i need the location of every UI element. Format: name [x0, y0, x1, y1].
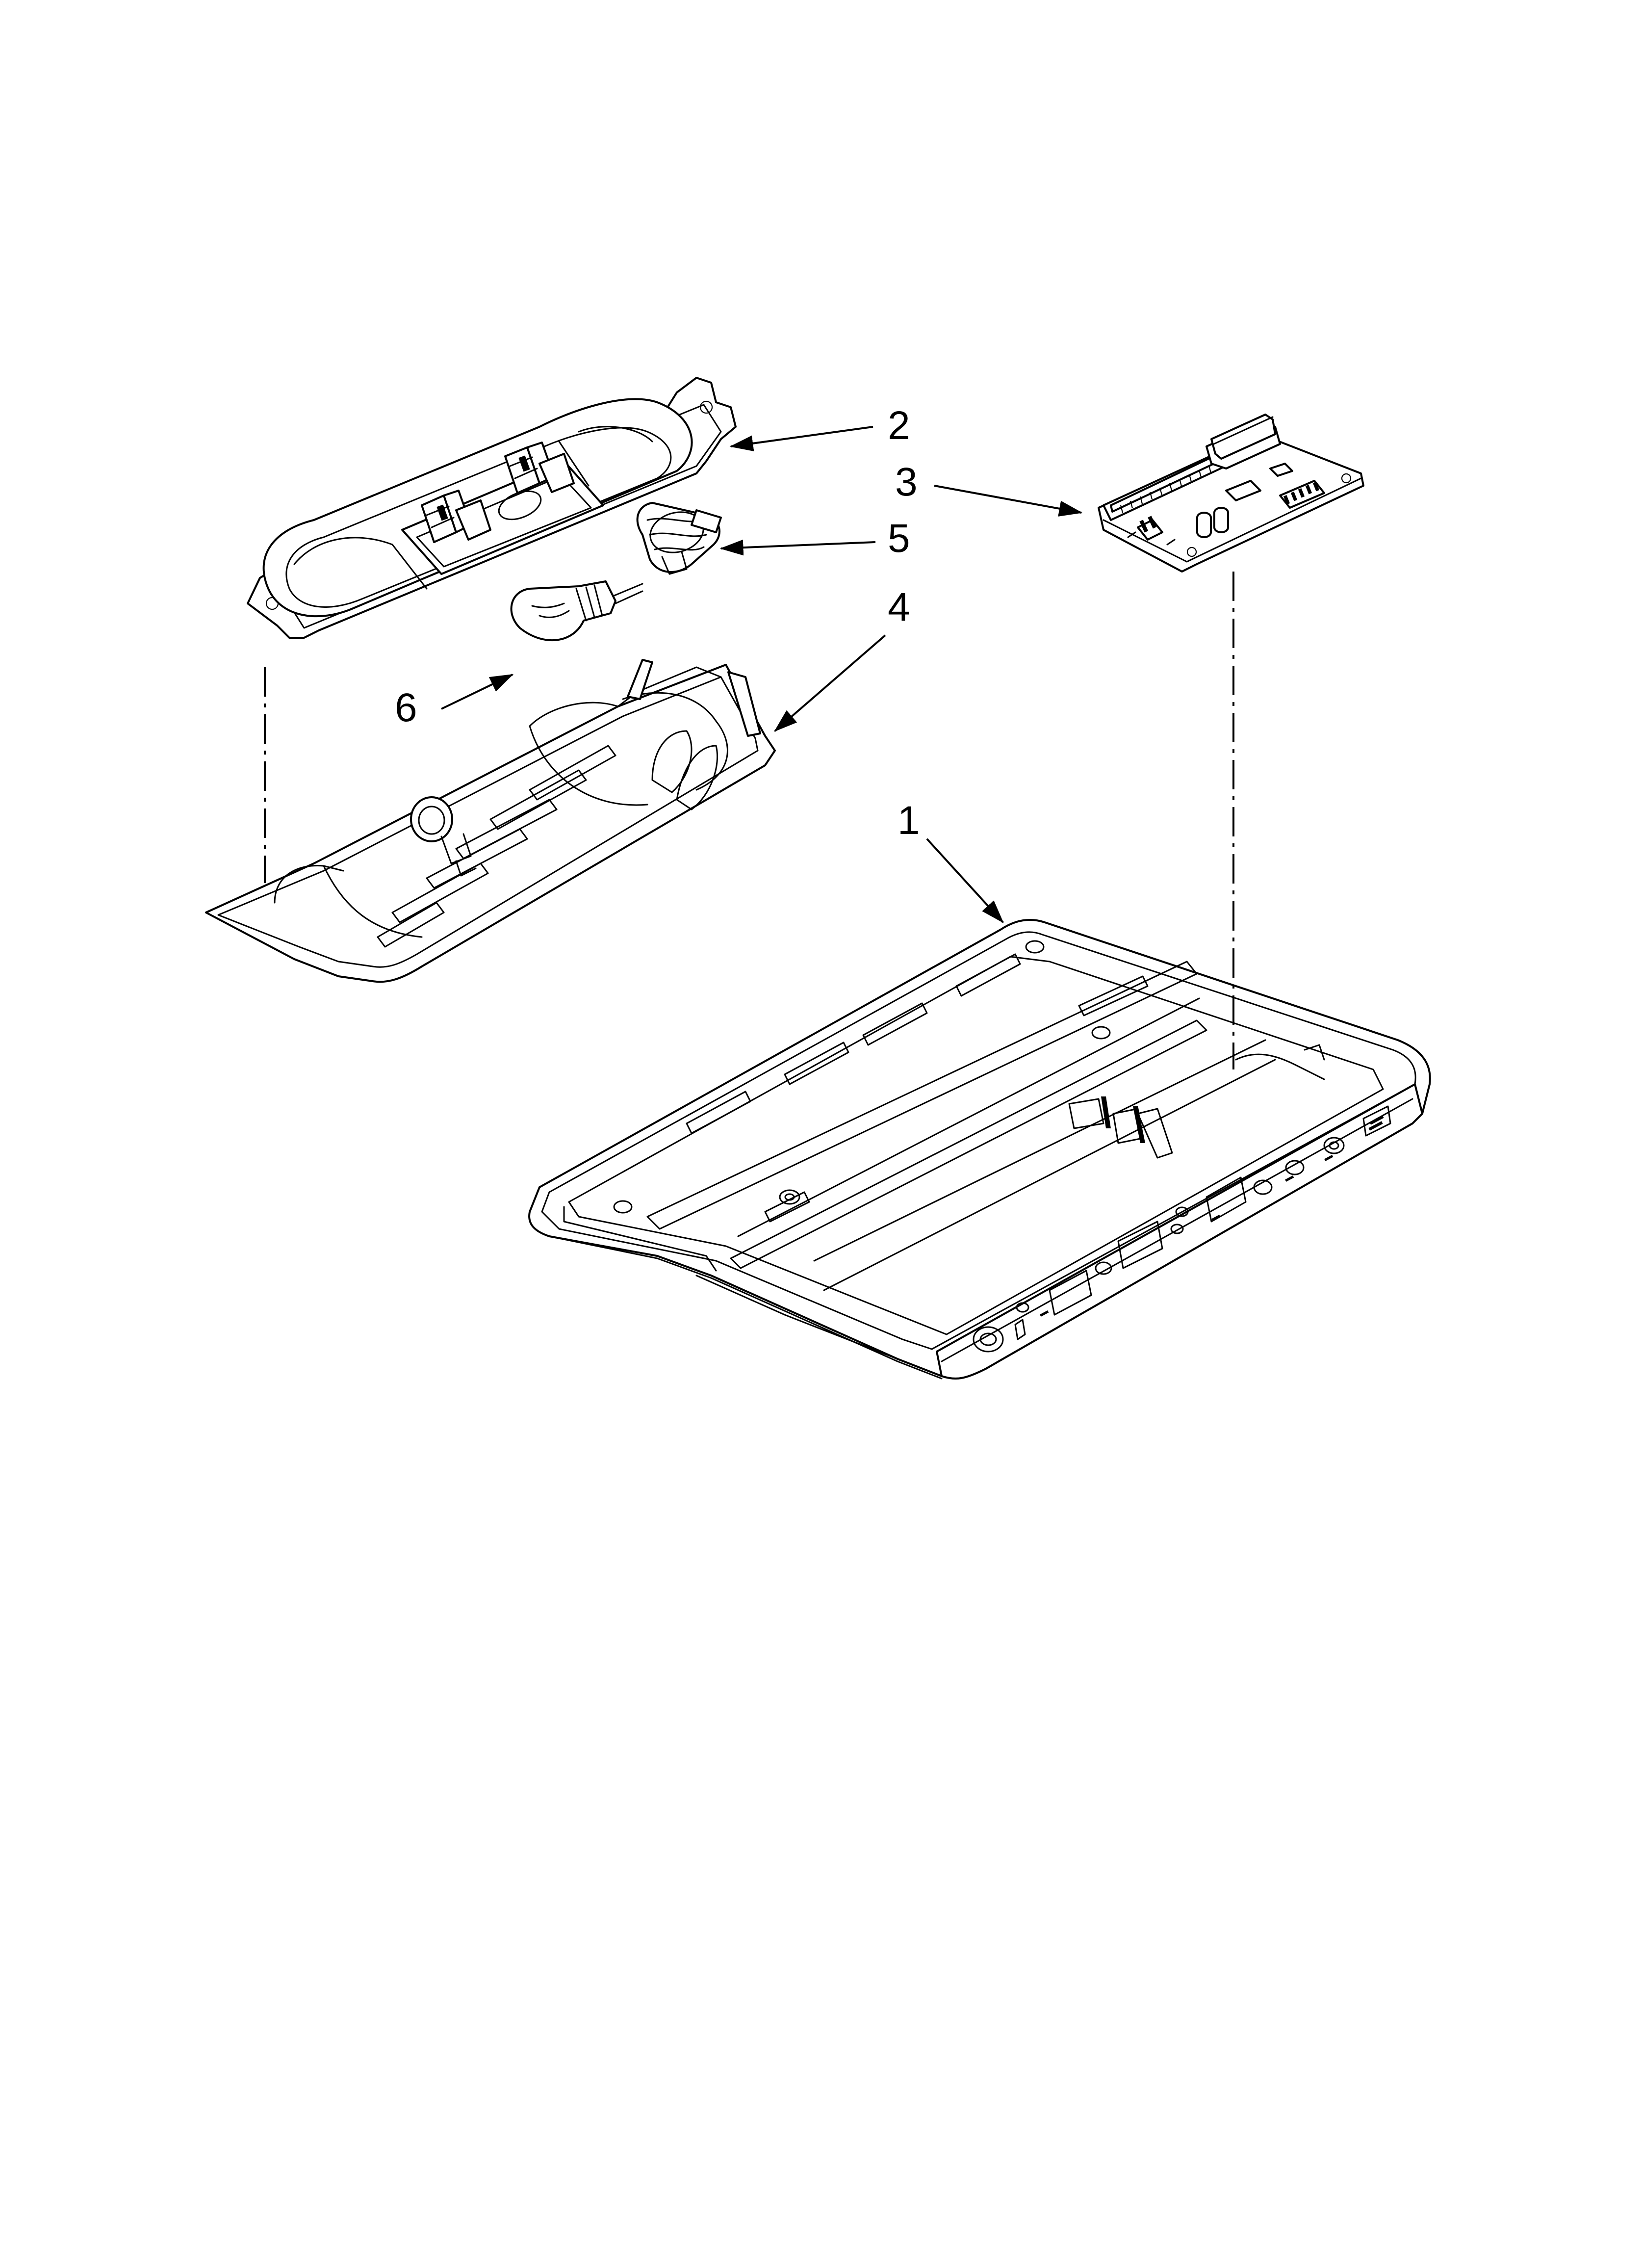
- part-4-lens-cover: [205, 659, 776, 983]
- part-6-bulb: [510, 580, 643, 642]
- callout-label-3: 3: [895, 460, 918, 504]
- assembly-centerlines: [264, 572, 1234, 1069]
- callout-label-2: 2: [888, 403, 910, 448]
- part-3-control-board: [1098, 414, 1364, 573]
- part-1-main-panel: [528, 919, 1431, 1380]
- callout-label-5: 5: [888, 516, 910, 561]
- leader-arrows: [441, 426, 1083, 923]
- callout-label-4: 4: [888, 585, 910, 629]
- part-5-bulb-socket: [636, 502, 722, 575]
- callout-labels: 2 3 5 4 6 1: [395, 403, 920, 843]
- part-2-light-housing: [247, 377, 737, 639]
- callout-label-1: 1: [898, 798, 920, 843]
- callout-label-6: 6: [395, 685, 417, 730]
